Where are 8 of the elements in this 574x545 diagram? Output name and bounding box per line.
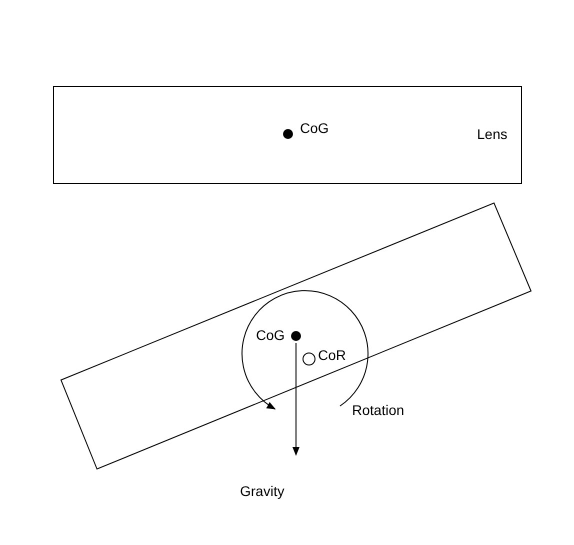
lens-box <box>53 86 522 184</box>
point-label: CoR <box>318 347 346 363</box>
point-label: CoG <box>300 120 329 136</box>
tilted-lens-box <box>58 200 534 472</box>
point-label: CoG <box>256 327 285 343</box>
lens-label: Lens <box>477 126 508 142</box>
rotation-label: Rotation <box>352 402 404 418</box>
gravity-label: Gravity <box>240 483 284 499</box>
